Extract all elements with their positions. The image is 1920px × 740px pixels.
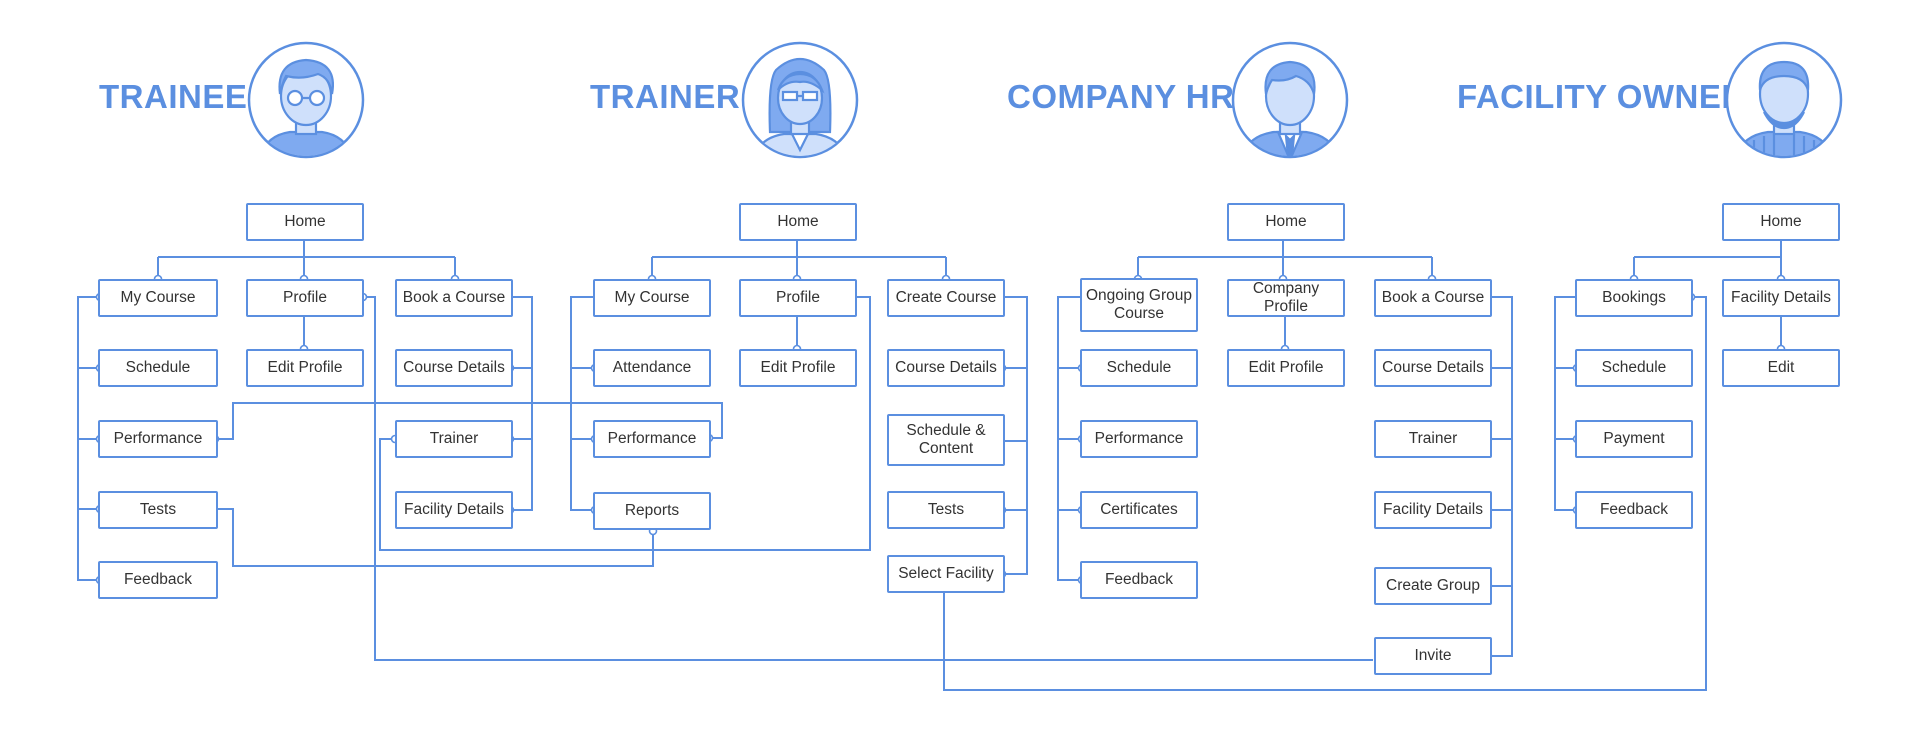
owner-payment[interactable]: Payment	[1575, 420, 1693, 458]
hr-feedback[interactable]: Feedback	[1080, 561, 1198, 599]
hr-invite[interactable]: Invite	[1374, 637, 1492, 675]
hr-book-a-course[interactable]: Book a Course	[1374, 279, 1492, 317]
trainee-book-a-course[interactable]: Book a Course	[395, 279, 513, 317]
trainer-select-facility[interactable]: Select Facility	[887, 555, 1005, 593]
hr-performance[interactable]: Performance	[1080, 420, 1198, 458]
trainer-home[interactable]: Home	[739, 203, 857, 241]
trainee-facility-details[interactable]: Facility Details	[395, 491, 513, 529]
trainer-course-details[interactable]: Course Details	[887, 349, 1005, 387]
trainer-edit-profile[interactable]: Edit Profile	[739, 349, 857, 387]
hr-course-details[interactable]: Course Details	[1374, 349, 1492, 387]
hr-create-group[interactable]: Create Group	[1374, 567, 1492, 605]
role-title-trainee: TRAINEE	[99, 78, 248, 115]
role-title-facility-owner: FACILITY OWNER	[1457, 78, 1746, 115]
hr-company-profile[interactable]: Company Profile	[1227, 279, 1345, 317]
trainee-tests[interactable]: Tests	[98, 491, 218, 529]
owner-feedback[interactable]: Feedback	[1575, 491, 1693, 529]
hr-edit-profile[interactable]: Edit Profile	[1227, 349, 1345, 387]
owner-avatar-icon	[1725, 41, 1843, 159]
hr-certificates[interactable]: Certificates	[1080, 491, 1198, 529]
trainee-feedback[interactable]: Feedback	[98, 561, 218, 599]
trainer-avatar-icon	[741, 41, 859, 159]
trainee-course-details[interactable]: Course Details	[395, 349, 513, 387]
trainee-edit-profile[interactable]: Edit Profile	[246, 349, 364, 387]
trainee-performance[interactable]: Performance	[98, 420, 218, 458]
trainer-performance[interactable]: Performance	[593, 420, 711, 458]
hr-facility-details[interactable]: Facility Details	[1374, 491, 1492, 529]
trainer-my-course[interactable]: My Course	[593, 279, 711, 317]
trainer-schedule-content[interactable]: Schedule & Content	[887, 414, 1005, 466]
hr-trainer[interactable]: Trainer	[1374, 420, 1492, 458]
hr-home[interactable]: Home	[1227, 203, 1345, 241]
trainer-tests[interactable]: Tests	[887, 491, 1005, 529]
trainee-trainer[interactable]: Trainer	[395, 420, 513, 458]
trainee-avatar-icon	[247, 41, 365, 159]
owner-bookings[interactable]: Bookings	[1575, 279, 1693, 317]
trainer-profile[interactable]: Profile	[739, 279, 857, 317]
trainer-reports[interactable]: Reports	[593, 492, 711, 530]
role-title-trainer: TRAINER	[590, 78, 741, 115]
trainee-home[interactable]: Home	[246, 203, 364, 241]
hr-schedule[interactable]: Schedule	[1080, 349, 1198, 387]
owner-home[interactable]: Home	[1722, 203, 1840, 241]
role-title-company-hr: COMPANY HR	[1007, 78, 1235, 115]
owner-schedule[interactable]: Schedule	[1575, 349, 1693, 387]
trainer-attendance[interactable]: Attendance	[593, 349, 711, 387]
trainee-profile[interactable]: Profile	[246, 279, 364, 317]
hr-ongoing-group-course[interactable]: Ongoing Group Course	[1080, 278, 1198, 332]
trainee-schedule[interactable]: Schedule	[98, 349, 218, 387]
trainee-my-course[interactable]: My Course	[98, 279, 218, 317]
owner-facility-details[interactable]: Facility Details	[1722, 279, 1840, 317]
hr-avatar-icon	[1231, 41, 1349, 159]
trainer-create-course[interactable]: Create Course	[887, 279, 1005, 317]
owner-edit[interactable]: Edit	[1722, 349, 1840, 387]
